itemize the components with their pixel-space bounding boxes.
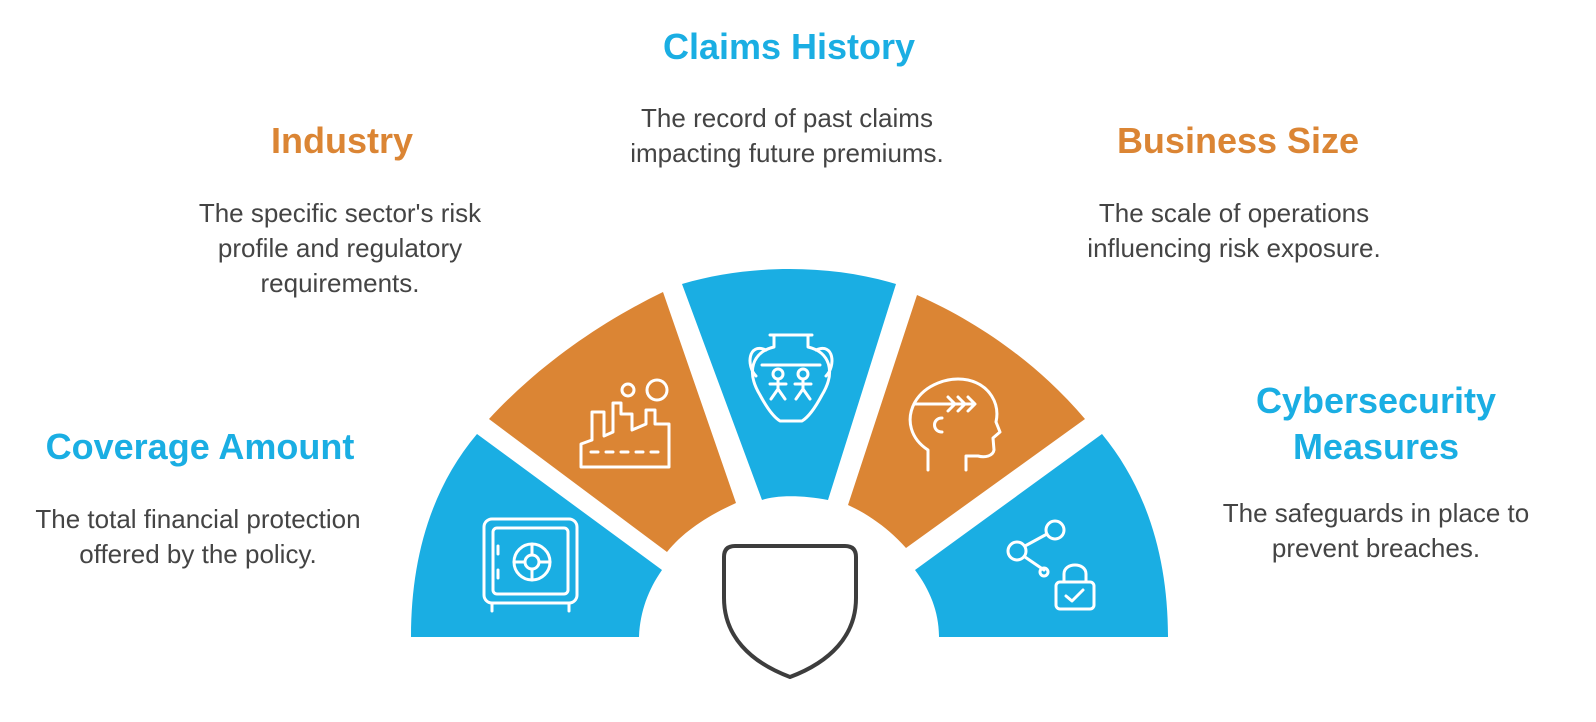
safe-icon	[482, 517, 579, 613]
claims-history-title: Claims History	[662, 26, 916, 67]
segment-coverage-amount	[411, 434, 662, 637]
vase-icon	[748, 333, 834, 423]
business-size-description: The scale of operations influencing risk…	[1087, 198, 1381, 263]
business-size-title: Business Size	[1116, 120, 1360, 161]
shield-icon	[722, 544, 858, 679]
head-icon	[908, 377, 1002, 472]
cybersecurity-measures-title: Cybersecurity Measures	[1255, 380, 1497, 467]
coverage-amount-description: The total financial protection offered b…	[35, 504, 361, 569]
claims-history-description: The record of past claims impacting futu…	[630, 103, 944, 168]
cybersecurity-measures-description: The safeguards in place to prevent breac…	[1222, 498, 1530, 563]
segment-claims-history	[682, 269, 896, 500]
industry-description: The specific sector's risk profile and r…	[198, 198, 482, 298]
coverage-amount-title: Coverage Amount	[45, 426, 355, 467]
segment-business-size	[848, 295, 1085, 548]
industry-title: Industry	[270, 120, 413, 161]
share-lock-icon	[1006, 519, 1096, 611]
factory-icon	[579, 378, 671, 469]
